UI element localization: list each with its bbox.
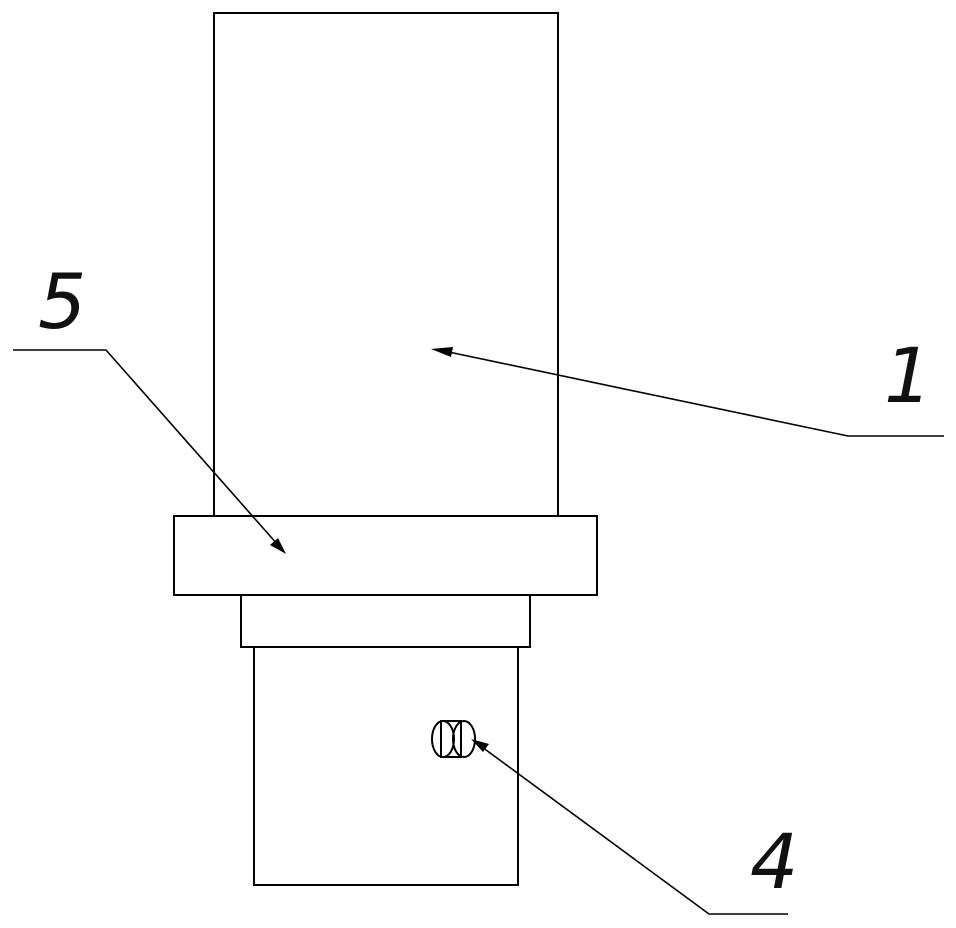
lower-body — [254, 647, 518, 885]
callout-label-5: 5 — [38, 257, 86, 346]
flange-part-5 — [174, 516, 597, 595]
callout-label-1: 1 — [884, 331, 932, 420]
neck-section — [241, 595, 530, 647]
callout-label-4: 4 — [750, 817, 798, 906]
upper-body-part-1 — [214, 13, 558, 516]
leader-line-5 — [13, 350, 286, 554]
pin-part-4 — [432, 721, 475, 757]
leader-line-1 — [431, 347, 944, 436]
